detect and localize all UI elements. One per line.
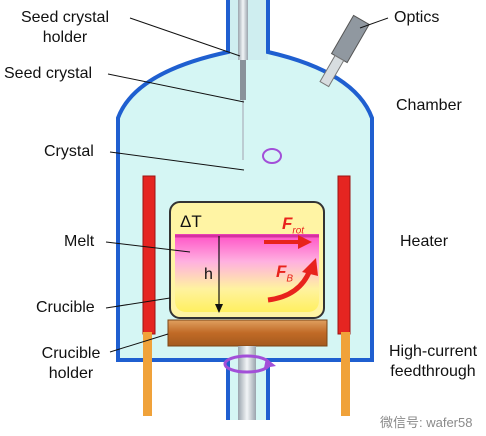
label-seed-crystal-holder-line1: Seed crystal xyxy=(20,9,110,26)
fb-arrowhead xyxy=(302,258,318,276)
label-crucible-holder-line2: holder xyxy=(48,365,94,382)
label-seed-crystal-holder: Seed crystal holder xyxy=(0,8,130,48)
leader-optics xyxy=(359,17,389,29)
label-melt: Melt xyxy=(64,233,95,250)
frot-symbol: F xyxy=(282,214,293,233)
leader-crucible-holder xyxy=(109,333,169,353)
leader-crystal xyxy=(109,151,245,171)
seed-rod xyxy=(238,0,248,60)
label-crucible-holder-line1: Crucible xyxy=(41,345,101,362)
label-optics: Optics xyxy=(394,9,440,26)
electrode-right xyxy=(341,332,350,416)
heater-left xyxy=(142,175,156,335)
seed-holder-tip xyxy=(240,60,246,100)
leader-crucible xyxy=(105,297,171,309)
fb-label: FB xyxy=(276,262,293,284)
rotation-arrowhead xyxy=(264,358,276,368)
frot-arrowhead xyxy=(298,235,312,249)
delta-t-label: ΔT xyxy=(180,212,202,231)
leader-seed-holder xyxy=(129,17,241,57)
height-arrowhead xyxy=(215,304,223,313)
leader-seed-crystal xyxy=(107,73,245,103)
heater-right xyxy=(337,175,351,335)
fb-subscript: B xyxy=(286,273,294,285)
label-seed-crystal: Seed crystal xyxy=(4,65,93,82)
watermark: 微信号: wafer58 xyxy=(380,415,473,430)
frot-label: Frot xyxy=(282,214,304,236)
label-feedthrough-line1: High-current xyxy=(388,343,478,360)
label-seed-crystal-holder-line2: holder xyxy=(42,29,88,46)
label-crucible: Crucible xyxy=(36,299,95,316)
crystal-ring xyxy=(262,148,282,164)
frot-subscript: rot xyxy=(292,225,305,237)
fb-symbol: F xyxy=(276,262,287,281)
label-heater: Heater xyxy=(400,233,449,250)
label-high-current-feedthrough: High-current feedthrough xyxy=(380,342,486,382)
label-crucible-holder: Crucible holder xyxy=(24,344,118,384)
label-crystal: Crystal xyxy=(44,143,94,160)
bottom-shaft xyxy=(238,346,256,420)
fb-arrow xyxy=(267,269,313,303)
label-feedthrough-line2: feedthrough xyxy=(390,363,476,380)
label-chamber: Chamber xyxy=(396,97,462,114)
electrode-left xyxy=(143,332,152,416)
optics-device xyxy=(319,14,370,88)
melt xyxy=(175,234,319,312)
height-label: h xyxy=(204,266,213,283)
crucible-base xyxy=(167,319,328,347)
chamber-wall xyxy=(116,0,374,420)
leader-melt xyxy=(105,241,191,253)
